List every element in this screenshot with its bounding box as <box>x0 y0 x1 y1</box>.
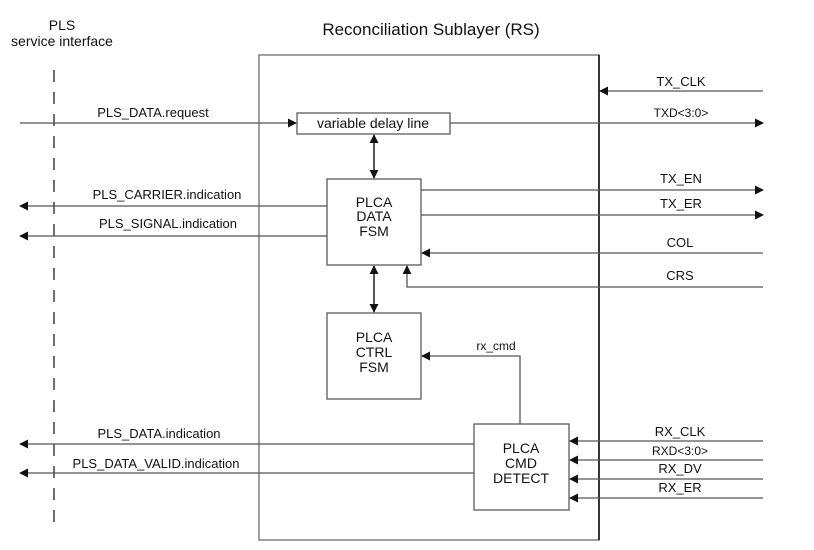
plca-data-fsm-label-2: DATA <box>356 208 392 224</box>
plca-data-fsm-label-3: FSM <box>359 223 389 239</box>
pls-data-request-label: PLS_DATA.request <box>97 105 209 120</box>
plca-data-fsm-label-1: PLCA <box>356 194 393 210</box>
crs-label: CRS <box>666 268 694 283</box>
plca-ctrl-fsm-label-1: PLCA <box>356 329 393 345</box>
pls-signal-indication-label: PLS_SIGNAL.indication <box>99 216 237 231</box>
diagram-title: Reconciliation Sublayer (RS) <box>322 20 539 39</box>
rxd-label: RXD<3:0> <box>652 444 708 458</box>
pls-data-indication-label: PLS_DATA.indication <box>97 426 220 441</box>
rx-clk-label: RX_CLK <box>655 424 706 439</box>
plca-ctrl-fsm-label-3: FSM <box>359 359 389 375</box>
rx-cmd-label: rx_cmd <box>476 339 515 353</box>
variable-delay-line-label: variable delay line <box>317 115 429 131</box>
plca-ctrl-fsm-label-2: CTRL <box>356 344 393 360</box>
plca-cmd-detect-label-3: DETECT <box>493 470 549 486</box>
rx-cmd-arrow <box>421 351 521 424</box>
plca-cmd-detect-label-2: CMD <box>505 455 537 471</box>
plca-data-fsm-block <box>326 178 422 266</box>
interface-label-line2: service interface <box>11 33 113 49</box>
tx-en-label: TX_EN <box>660 171 702 186</box>
plca-cmd-detect-label-1: PLCA <box>503 440 540 456</box>
col-label: COL <box>667 235 694 250</box>
plca-ctrl-fsm-block <box>326 312 422 400</box>
pls-data-valid-indication-label: PLS_DATA_VALID.indication <box>73 456 240 471</box>
tx-clk-label: TX_CLK <box>656 74 705 89</box>
rx-dv-label: RX_DV <box>658 461 702 476</box>
interface-label-line1: PLS <box>49 17 75 33</box>
crs-arrow <box>402 265 763 288</box>
plca-cmd-detect-block <box>473 423 570 511</box>
tx-er-label: TX_ER <box>660 196 702 211</box>
txd-label: TXD<3:0> <box>654 106 709 120</box>
rx-er-label: RX_ER <box>658 480 701 495</box>
pls-carrier-indication-label: PLS_CARRIER.indication <box>93 187 242 202</box>
